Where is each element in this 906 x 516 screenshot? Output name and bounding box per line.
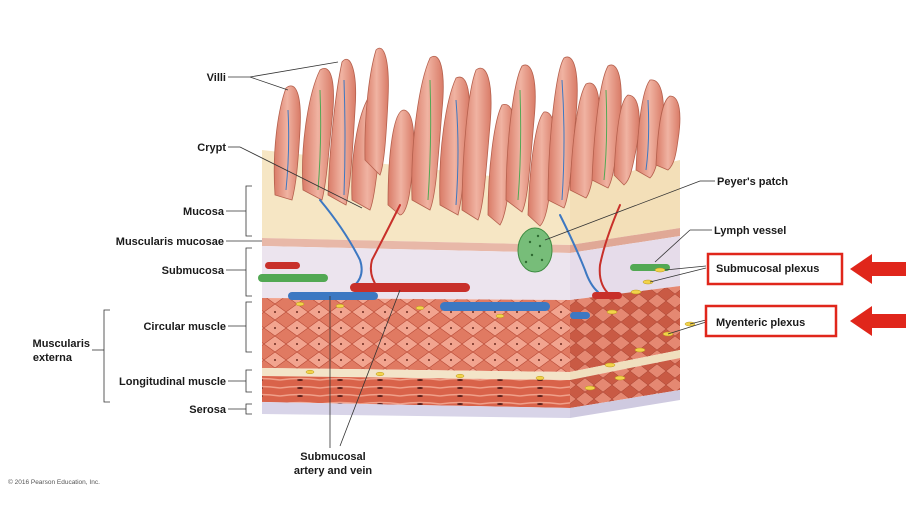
label-villi: Villi <box>207 72 226 84</box>
myenteric-plexus-highlight <box>704 304 838 338</box>
submucosal-vein-2 <box>440 302 550 311</box>
peyers-patch-shape <box>517 227 553 273</box>
serosa-layer <box>262 402 570 418</box>
villi-group <box>273 47 681 227</box>
label-submucosal-1: Submucosal <box>300 451 365 463</box>
copyright-notice: © 2016 Pearson Education, Inc. <box>8 478 100 486</box>
red-arrow-submucosal <box>850 254 906 284</box>
label-myenteric-plexus: Myenteric plexus <box>716 317 805 329</box>
submucosal-plexus-highlight <box>706 252 844 286</box>
label-crypt: Crypt <box>197 142 226 154</box>
submucosal-vessels <box>258 262 670 319</box>
tissue-block-side <box>570 160 680 418</box>
label-muscularis-externa-2: externa <box>33 352 73 364</box>
label-submucosal-2: artery and vein <box>294 465 373 477</box>
longitudinal-muscle-layer <box>262 376 570 408</box>
label-muscularis-externa-1: Muscularis <box>33 338 90 350</box>
label-mucosa: Mucosa <box>183 206 225 218</box>
label-submucosa: Submucosa <box>162 265 225 277</box>
circular-muscle-layer <box>262 298 570 372</box>
muscularis-mucosae-layer <box>262 238 570 253</box>
label-muscularis-mucosae: Muscularis mucosae <box>116 236 224 248</box>
submucosal-artery <box>350 283 470 292</box>
submucosa-layer <box>262 246 570 300</box>
artery-segment <box>265 262 300 269</box>
red-arrow-myenteric <box>850 306 906 336</box>
labels: Villi Crypt Mucosa Muscularis mucosae Su… <box>8 72 819 486</box>
label-circular-muscle: Circular muscle <box>143 321 226 333</box>
blood-vessels <box>319 199 621 296</box>
side-artery <box>592 292 622 299</box>
leader-lines <box>92 61 715 448</box>
label-serosa: Serosa <box>189 404 227 416</box>
side-vein <box>570 312 590 319</box>
villi-capillaries <box>285 79 650 206</box>
label-lymph-vessel: Lymph vessel <box>714 225 786 237</box>
submucosal-vein <box>288 292 378 300</box>
lymph-segment <box>258 274 328 282</box>
highlight-boxes <box>704 252 844 338</box>
label-peyers-patch: Peyer's patch <box>717 176 788 188</box>
label-submucosal-plexus: Submucosal plexus <box>716 263 819 275</box>
label-longitudinal-muscle: Longitudinal muscle <box>119 376 226 388</box>
